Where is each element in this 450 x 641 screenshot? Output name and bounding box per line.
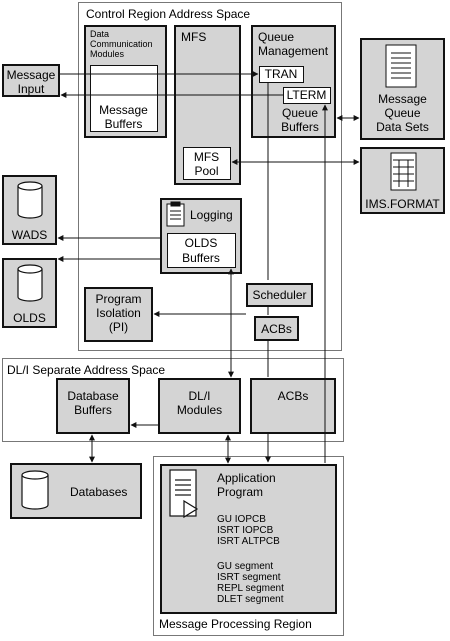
app-title-line2: Program	[217, 485, 264, 499]
format-table-icon	[390, 152, 417, 191]
acbs-dli-box: ACBs	[250, 378, 336, 434]
message-input-line2: Input	[17, 82, 45, 96]
document-icon	[385, 44, 417, 88]
lterm-label: LTERM	[286, 88, 327, 102]
call-repl-segment: REPL segment	[217, 583, 284, 594]
mpr-region-title: Message Processing Region	[159, 617, 312, 631]
program-document-icon	[169, 469, 199, 519]
scheduler-label: Scheduler	[252, 288, 307, 302]
scheduler-box: Scheduler	[246, 283, 313, 307]
mfs-pool-line1: MFS	[193, 150, 220, 164]
queue-buffers-line1: Queue	[281, 106, 319, 120]
pi-line2: Isolation	[96, 306, 141, 320]
call-dlet-segment: DLET segment	[217, 594, 284, 605]
control-region-title: Control Region Address Space	[86, 7, 251, 21]
message-buffers-line2: Buffers	[104, 117, 143, 131]
app-title-line1: Application	[217, 471, 276, 485]
ims-format-label: IMS.FORMAT	[365, 197, 440, 211]
mqds-line1: Message	[378, 92, 427, 106]
tran-box: TRAN	[259, 66, 304, 83]
wads-cylinder-icon	[17, 181, 43, 219]
olds-buffers-line1: OLDS	[184, 236, 218, 250]
olds-buffers-line2: Buffers	[182, 251, 220, 265]
wads-label: WADS	[11, 228, 48, 242]
dli-modules-box: DL/I Modules	[158, 378, 241, 434]
db-buffers-line1: Database	[67, 389, 119, 403]
message-buffers-line1: Message	[99, 103, 148, 117]
pi-line3: (PI)	[108, 320, 129, 334]
message-input-line1: Message	[6, 68, 56, 82]
logging-title: Logging	[190, 208, 233, 222]
queue-buffers-line2: Buffers	[281, 120, 319, 134]
message-buffers-box: Message Buffers	[90, 65, 158, 132]
call-isrt-altpcb: ISRT ALTPCB	[217, 536, 280, 547]
queue-mgmt-title-line1: Queue	[258, 30, 295, 44]
lterm-box: LTERM	[283, 87, 331, 104]
dcm-title-line2: Communication	[90, 39, 153, 49]
acbs-control-box: ACBs	[254, 316, 299, 341]
pi-line1: Program	[95, 292, 142, 306]
dli-region-title: DL/I Separate Address Space	[7, 363, 166, 377]
dli-modules-line1: DL/I	[188, 389, 211, 403]
mfs-pool-line2: Pool	[194, 164, 219, 178]
tran-label: TRAN	[264, 67, 298, 81]
acbs-dli-label: ACBs	[277, 389, 309, 403]
dcm-title-line3: Modules	[90, 49, 125, 59]
olds-label: OLDS	[13, 311, 46, 325]
queue-mgmt-title-line2: Management	[258, 44, 329, 58]
olds-buffers-box: OLDS Buffers	[167, 233, 236, 268]
program-isolation-box: Program Isolation (PI)	[84, 287, 153, 342]
databases-cylinder-icon	[21, 470, 49, 510]
call-isrt-segment: ISRT segment	[217, 572, 281, 583]
acbs-control-label: ACBs	[261, 322, 292, 336]
call-isrt-iopcb: ISRT IOPCB	[217, 525, 274, 536]
clipboard-icon	[166, 201, 185, 227]
db-buffers-line2: Buffers	[74, 403, 112, 417]
dcm-title-line1: Data	[90, 29, 110, 39]
mfs-title: MFS	[181, 30, 207, 44]
call-gu-segment: GU segment	[217, 561, 274, 572]
message-input-box: Message Input	[2, 64, 60, 97]
olds-cylinder-icon	[17, 264, 43, 302]
mqds-line3: Data Sets	[376, 120, 429, 134]
mfs-pool-box: MFS Pool	[183, 147, 231, 180]
database-buffers-box: Database Buffers	[56, 378, 130, 434]
call-gu-iopcb: GU IOPCB	[217, 514, 266, 525]
dli-modules-line2: Modules	[176, 403, 223, 417]
mqds-line2: Queue	[384, 106, 421, 120]
databases-label: Databases	[70, 485, 128, 499]
